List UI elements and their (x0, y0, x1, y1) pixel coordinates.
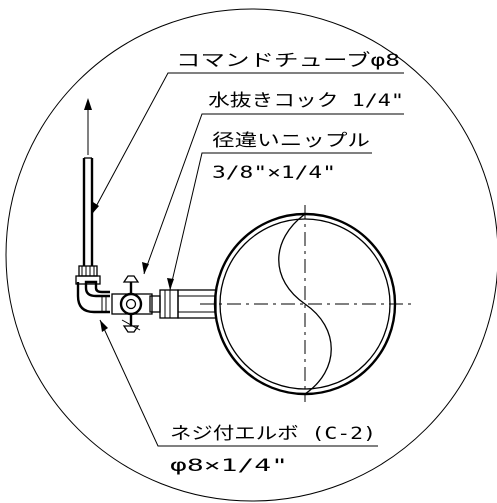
drain-cock-label: 水抜きコック 1/4" (208, 91, 404, 111)
gauge-body (200, 205, 412, 402)
threaded-elbow (75, 265, 110, 314)
reducing-nipple (149, 289, 179, 319)
drain-cock (111, 275, 153, 333)
reducing-nipple-size-label: 3/8"×1/4" (212, 163, 336, 183)
command-tube-label: コマンドチューブφ8 (176, 50, 400, 71)
threaded-elbow-label: ネジ付エルボ (C-2) (170, 424, 376, 444)
detail-boundary-circle (5, 8, 497, 502)
command-tube (82, 98, 94, 266)
threaded-elbow-size-label: φ8×1/4" (170, 456, 288, 476)
leader-lines (91, 72, 404, 447)
reducing-nipple-label: 径違いニップル (212, 131, 370, 151)
